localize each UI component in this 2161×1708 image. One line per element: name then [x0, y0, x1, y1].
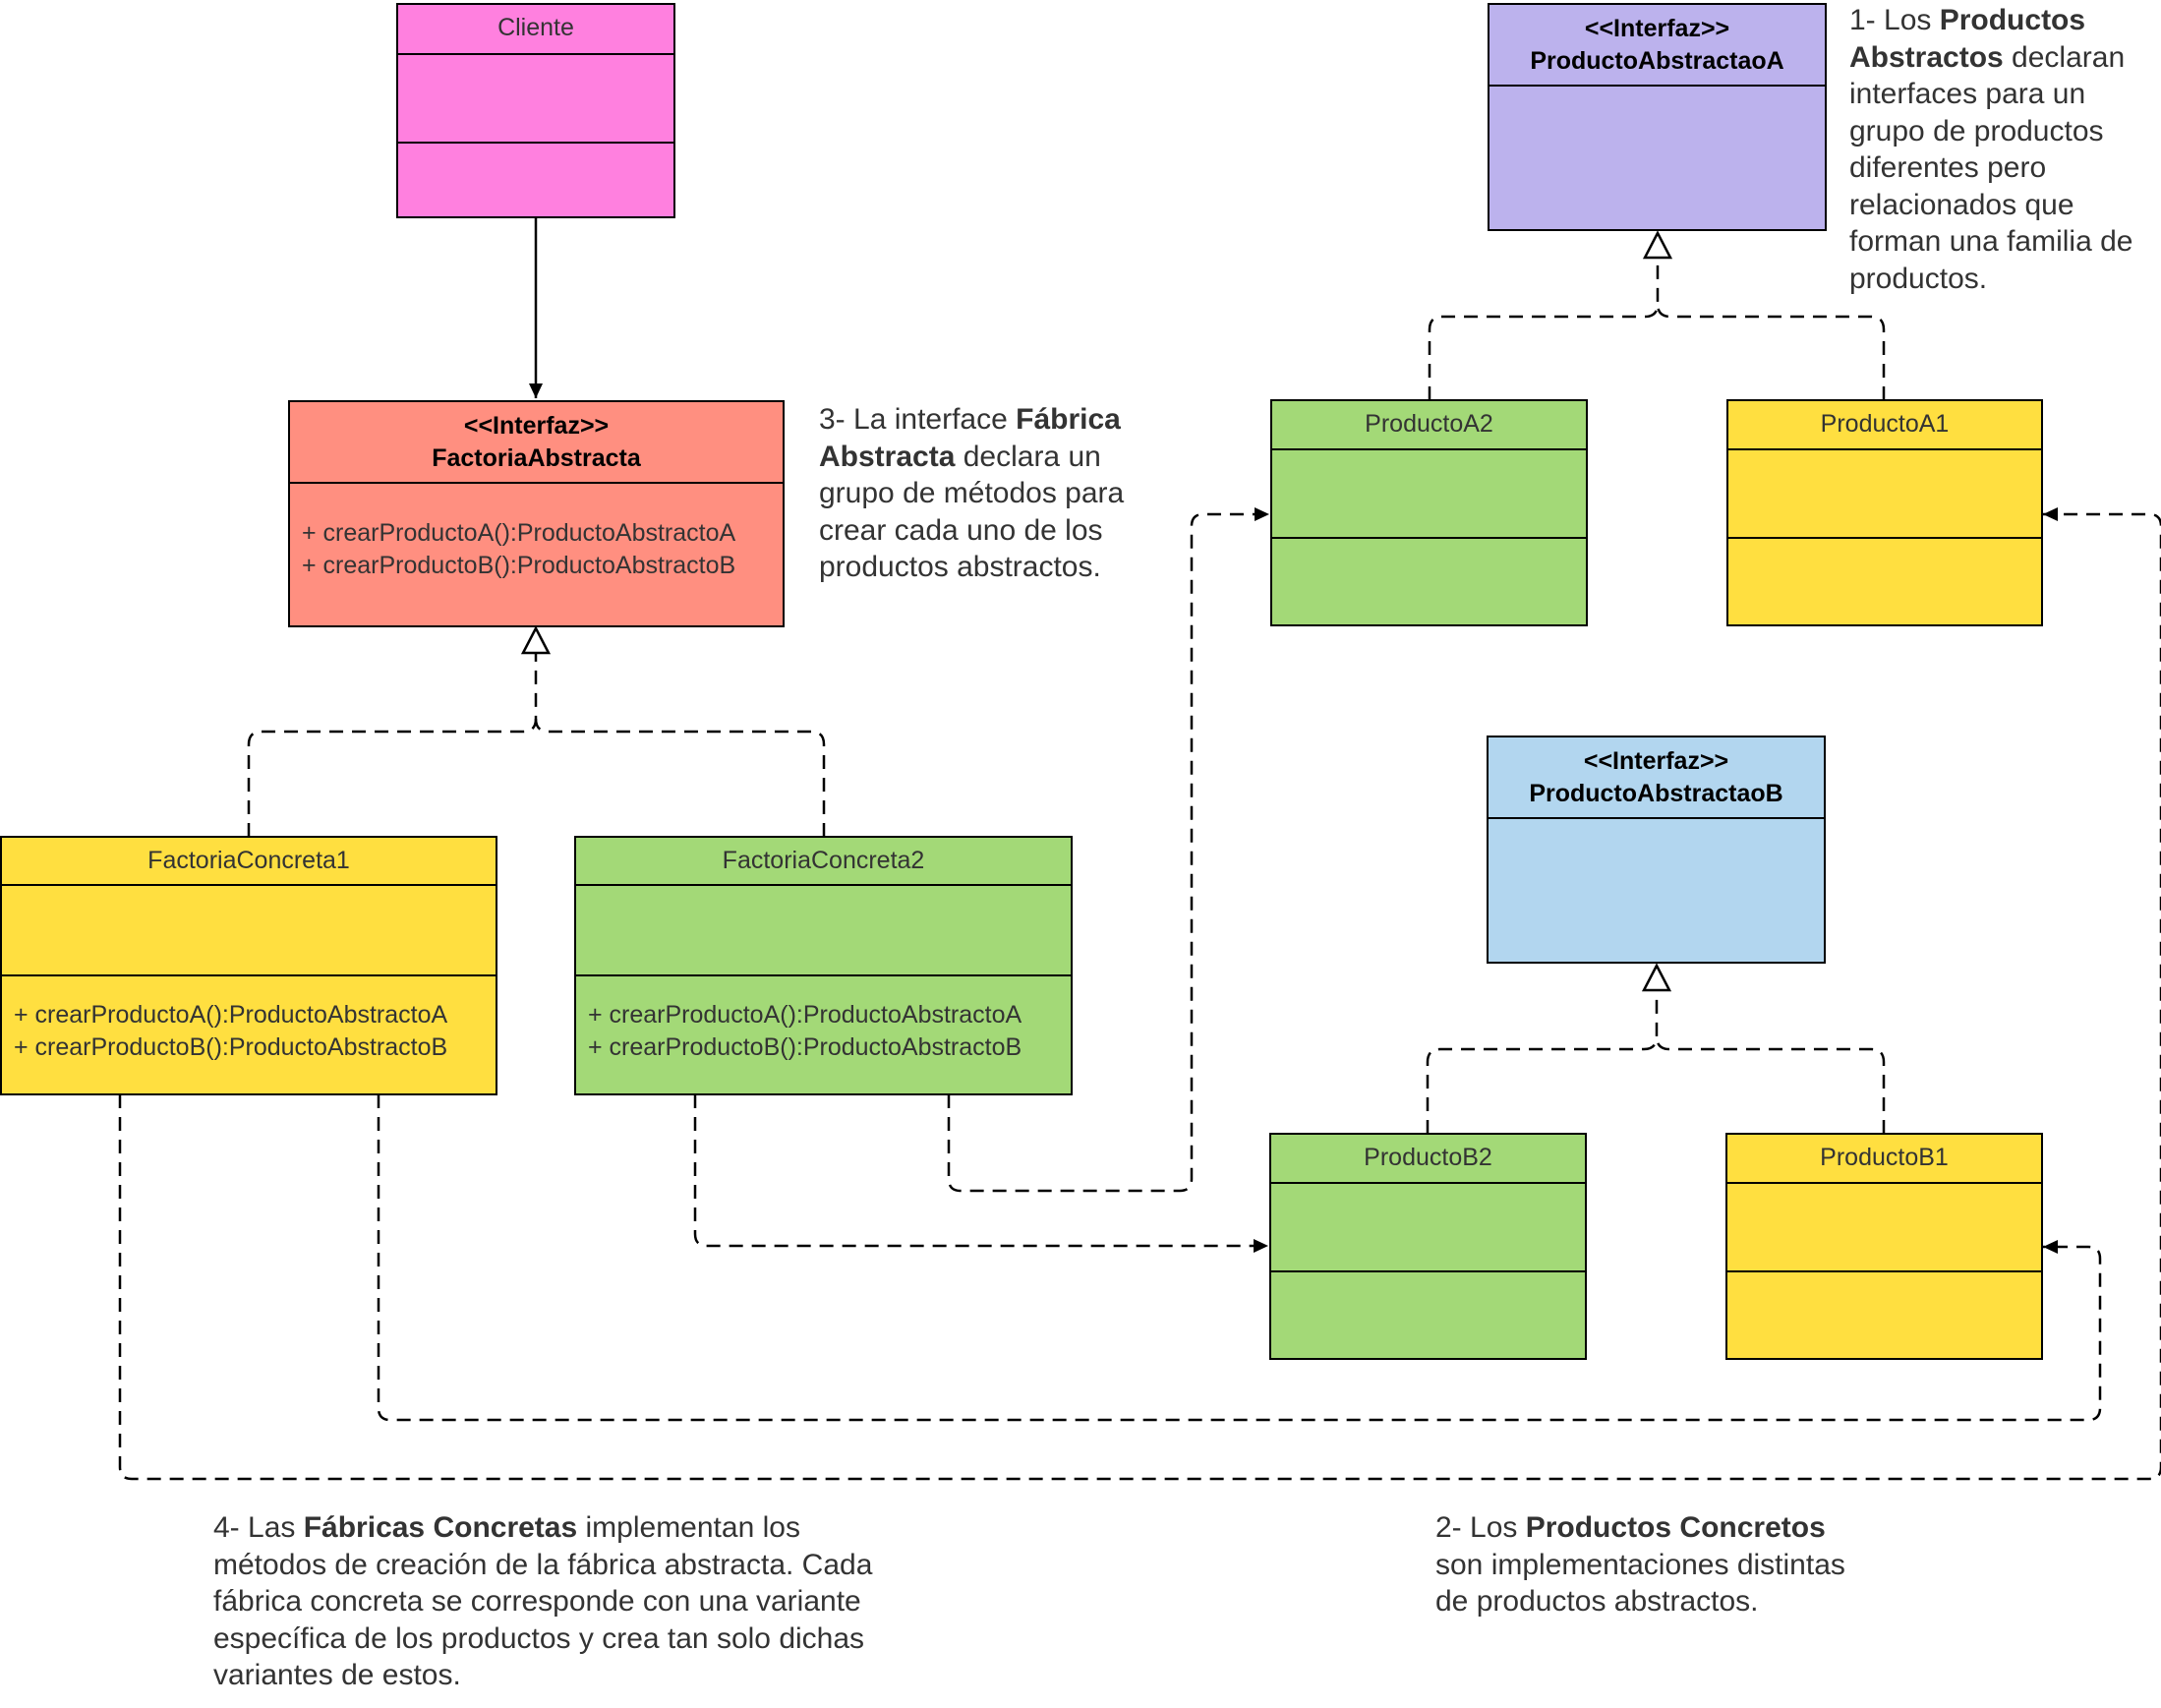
realization-arrowhead-factoria: [520, 625, 552, 655]
method-crear-producto-a: + crearProductoA():ProductoAbstractoA: [302, 519, 736, 547]
class-factoria-concreta2-methods: + crearProductoA():ProductoAbstractoA + …: [588, 999, 1067, 1064]
dependency-fc2-productob2: [693, 1094, 1268, 1253]
dependency-fc2-productoa2: [947, 507, 1269, 1193]
method-crear-producto-b: + crearProductoB():ProductoAbstractoB: [302, 552, 736, 579]
class-factoria-concreta2[interactable]: FactoriaConcreta2 + crearProductoA():Pro…: [574, 836, 1073, 1095]
note3-part: declara un grupo de métodos para crear c…: [819, 440, 1125, 584]
class-producto-abstracto-b-header: <<Interfaz>> ProductoAbstractaoB: [1489, 737, 1824, 819]
class-producto-a1[interactable]: ProductoA1: [1726, 399, 2043, 626]
note3-part: 3- La interface: [819, 403, 1017, 436]
class-producto-abstracto-a[interactable]: <<Interfaz>> ProductoAbstractaoA: [1488, 3, 1827, 231]
note2-part: son implementaciones distintas de produc…: [1435, 1548, 1845, 1619]
note-productos-abstractos: 1- Los Productos Abstractos declaran int…: [1849, 2, 2154, 297]
stereotype-label: <<Interfaz>>: [1583, 747, 1729, 775]
method-crear-producto-b: + crearProductoB():ProductoAbstractoB: [14, 1033, 448, 1061]
class-factoria-abstracta[interactable]: <<Interfaz>> FactoriaAbstracta + crearPr…: [288, 400, 785, 627]
class-factoria-concreta2-divider: [576, 974, 1071, 976]
class-producto-abstracto-a-header: <<Interfaz>> ProductoAbstractaoA: [1489, 5, 1825, 87]
method-crear-producto-b: + crearProductoB():ProductoAbstractoB: [588, 1033, 1022, 1061]
method-crear-producto-a: + crearProductoA():ProductoAbstractoA: [14, 1001, 448, 1029]
class-producto-a1-name: ProductoA1: [1728, 401, 2041, 450]
note1-bold: Productos Abstractos: [1849, 4, 2086, 74]
note-productos-concretos: 2- Los Productos Concretos son implement…: [1435, 1509, 1878, 1620]
note1-part: 1- Los: [1849, 4, 1940, 36]
dependency-fc1-productoa1: [118, 507, 2161, 1481]
class-producto-b2-name: ProductoB2: [1271, 1135, 1585, 1184]
note4-bold: Fábricas Concretas: [303, 1511, 578, 1544]
note4-part: implementan los métodos de creación de l…: [213, 1511, 873, 1691]
class-cliente-divider: [398, 142, 673, 144]
note3-bold: Fábrica Abstracta: [819, 403, 1121, 473]
class-factoria-concreta1-divider: [2, 974, 496, 976]
note2-bold: Productos Concretos: [1525, 1511, 1826, 1544]
realization-factorias: [247, 654, 826, 837]
class-factoria-concreta2-name: FactoriaConcreta2: [576, 838, 1071, 886]
class-factoria-concreta1-methods: + crearProductoA():ProductoAbstractoA + …: [14, 999, 492, 1064]
class-producto-a1-divider: [1728, 537, 2041, 539]
class-producto-b1[interactable]: ProductoB1: [1725, 1133, 2043, 1360]
class-name: ProductoAbstractaoB: [1529, 780, 1783, 807]
class-producto-abstracto-b[interactable]: <<Interfaz>> ProductoAbstractaoB: [1487, 736, 1826, 964]
class-name: ProductoAbstractaoA: [1530, 47, 1784, 75]
class-name: FactoriaAbstracta: [432, 444, 641, 472]
class-factoria-abstracta-methods: + crearProductoA():ProductoAbstractoA + …: [302, 517, 779, 582]
dependency-fc1-productob1: [377, 1094, 2102, 1422]
class-producto-b1-name: ProductoB1: [1727, 1135, 2041, 1184]
stereotype-label: <<Interfaz>>: [463, 412, 610, 440]
class-factoria-concreta1-name: FactoriaConcreta1: [2, 838, 496, 886]
class-producto-b1-divider: [1727, 1270, 2041, 1272]
class-cliente[interactable]: Cliente: [396, 3, 675, 218]
note-fabrica-abstracta: 3- La interface Fábrica Abstracta declar…: [819, 401, 1153, 586]
class-factoria-abstracta-header: <<Interfaz>> FactoriaAbstracta: [290, 402, 783, 484]
class-producto-b2[interactable]: ProductoB2: [1269, 1133, 1587, 1360]
realization-arrowhead-producto-a: [1642, 230, 1673, 260]
class-producto-a2-divider: [1272, 537, 1586, 539]
class-cliente-name: Cliente: [398, 5, 673, 55]
realization-productos-a: [1428, 259, 1886, 400]
realization-productos-b: [1426, 991, 1886, 1134]
note1-part: declaran interfaces para un grupo de pro…: [1849, 40, 2133, 295]
class-producto-a2-name: ProductoA2: [1272, 401, 1586, 450]
note4-part: 4- Las: [213, 1511, 304, 1544]
class-producto-a2[interactable]: ProductoA2: [1270, 399, 1588, 626]
class-factoria-concreta1[interactable]: FactoriaConcreta1 + crearProductoA():Pro…: [0, 836, 497, 1095]
stereotype-label: <<Interfaz>>: [1584, 15, 1730, 42]
note2-part: 2- Los: [1435, 1511, 1526, 1544]
realization-arrowhead-producto-b: [1641, 963, 1672, 992]
note-fabricas-concretas: 4- Las Fábricas Concretas implementan lo…: [213, 1509, 882, 1694]
class-producto-b2-divider: [1271, 1270, 1585, 1272]
method-crear-producto-a: + crearProductoA():ProductoAbstractoA: [588, 1001, 1022, 1029]
